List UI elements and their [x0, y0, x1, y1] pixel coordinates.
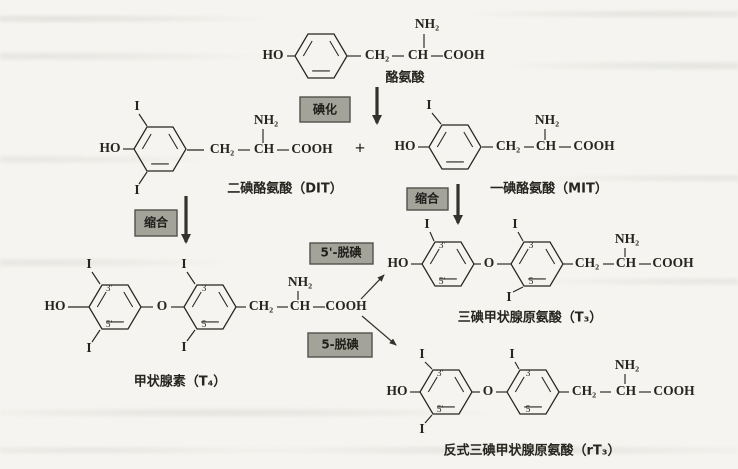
mit-structure: I HO CH₂ CH COOH NH₂ 一碘酪氨酸（MIT）: [394, 97, 615, 196]
iodine-label: I: [509, 346, 514, 361]
ring-position-3: 3: [202, 284, 207, 294]
ho-label: HO: [44, 298, 65, 313]
benzene-ring: [88, 284, 142, 330]
ring-position-5: 5: [202, 320, 207, 330]
nh2-label: NH₂: [615, 231, 639, 246]
cooh-label: COOH: [443, 47, 485, 62]
iodine-label: I: [512, 216, 517, 231]
t4-structure: I I I I 3' 5' 3 5 HO O CH₂ CH COOH NH₂ 甲…: [44, 256, 367, 389]
iodination-step: 碘化: [299, 87, 382, 125]
ch-label: CH: [536, 138, 557, 153]
ring-position-5prime: 5': [437, 405, 444, 415]
ho-label: HO: [386, 383, 407, 398]
iodine-label: I: [86, 256, 91, 271]
iodine-label: I: [86, 340, 91, 355]
ho-label: HO: [394, 138, 415, 153]
iodine-label: I: [506, 289, 511, 304]
dit-structure: I I HO CH₂ CH COOH NH₂ 二碘酪氨酸（DIT）: [99, 98, 342, 197]
cooh-label: COOH: [652, 255, 694, 270]
nh2-label: NH₂: [535, 112, 559, 127]
ring-position-5prime: 5': [439, 277, 446, 287]
cooh-label: COOH: [325, 298, 367, 313]
benzene-ring: [183, 284, 237, 330]
ch-label: CH: [616, 383, 637, 398]
rt3-structure: I I I 3' 5' 3 5 HO O CH₂ CH COOH NH₂ 反式三…: [386, 346, 695, 458]
ho-label: HO: [387, 255, 408, 270]
ch2-label: CH₂: [572, 383, 596, 398]
condensation-step-right: 缩合: [406, 184, 463, 225]
condensation-step-left: 缩合: [134, 196, 191, 244]
benzene-ring: [510, 241, 564, 287]
compound-name-t4: 甲状腺素（T₄）: [134, 374, 227, 390]
deiodination-5prime-arrow: [360, 274, 385, 300]
ch2-label: CH₂: [496, 138, 520, 153]
nh2-label: NH₂: [288, 274, 312, 289]
iodination-label: 碘化: [312, 102, 337, 117]
ring-position-3: 3: [529, 241, 534, 251]
ch-label: CH: [616, 255, 637, 270]
ch2-label: CH₂: [365, 47, 389, 62]
benzene-ring: [428, 124, 482, 170]
benzene-ring: [419, 369, 473, 415]
deiodination-5prime-label: 5'-脱碘: [320, 245, 361, 260]
condensation-label: 缩合: [415, 191, 440, 206]
ring-position-3prime: 3': [437, 369, 444, 379]
nh2-label: NH₂: [415, 16, 439, 31]
tyrosine-structure: HO CH₂ CH COOH NH₂ 酪氨酸: [262, 16, 485, 85]
ring-position-3prime: 3': [439, 241, 446, 251]
ring-position-5: 5: [529, 277, 534, 287]
deiodination-5-step: 5-脱碘: [307, 315, 397, 358]
benzene-ring: [421, 241, 475, 287]
ch-label: CH: [408, 47, 429, 62]
deiodination-5-arrow: [361, 315, 397, 346]
ch2-label: CH₂: [575, 255, 599, 270]
compound-name-dit: 二碘酪氨酸（DIT）: [227, 181, 343, 197]
compound-name-rt3: 反式三碘甲状腺原氨酸（rT₃）: [444, 443, 621, 459]
ether-o-label: O: [483, 383, 494, 398]
benzene-ring: [133, 126, 187, 172]
iodine-label: I: [426, 97, 431, 112]
cooh-label: COOH: [573, 138, 615, 153]
ho-label: HO: [99, 140, 120, 155]
iodine-label: I: [134, 98, 139, 113]
ring-position-5: 5: [526, 405, 531, 415]
ring-position-5prime: 5': [106, 320, 113, 330]
benzene-ring: [294, 33, 348, 79]
condensation-label: 缩合: [144, 215, 169, 230]
benzene-ring: [506, 369, 560, 415]
iodine-label: I: [419, 346, 424, 361]
compound-name-t3: 三碘甲状腺原氨酸（T₃）: [458, 310, 603, 326]
ring-position-3prime: 3': [106, 284, 113, 294]
deiodination-5prime-step: 5'-脱碘: [309, 242, 385, 300]
iodine-label: I: [419, 421, 424, 436]
nh2-label: NH₂: [615, 357, 639, 372]
iodine-label: I: [181, 256, 186, 271]
deiodination-5-label: 5-脱碘: [321, 337, 358, 352]
ring-position-3: 3: [526, 369, 531, 379]
compound-name-mit: 一碘酪氨酸（MIT）: [490, 181, 608, 197]
ether-o-label: O: [157, 298, 168, 313]
t3-structure: I I I 3' 5' 3 5 HO O CH₂ CH COOH NH₂ 三碘甲…: [387, 216, 694, 325]
ch-label: CH: [290, 298, 311, 313]
ch2-label: CH₂: [210, 141, 234, 156]
cooh-label: COOH: [291, 141, 333, 156]
plus-sign: +: [355, 138, 365, 158]
cooh-label: COOH: [653, 383, 695, 398]
nh2-label: NH₂: [254, 112, 278, 127]
ether-o-label: O: [484, 255, 495, 270]
iodine-label: I: [424, 216, 429, 231]
iodine-label: I: [134, 182, 139, 197]
compound-name-tyrosine: 酪氨酸: [385, 70, 425, 86]
iodine-label: I: [181, 339, 186, 354]
ch2-label: CH₂: [249, 298, 273, 313]
ho-label: HO: [262, 47, 283, 62]
ch-label: CH: [254, 141, 275, 156]
